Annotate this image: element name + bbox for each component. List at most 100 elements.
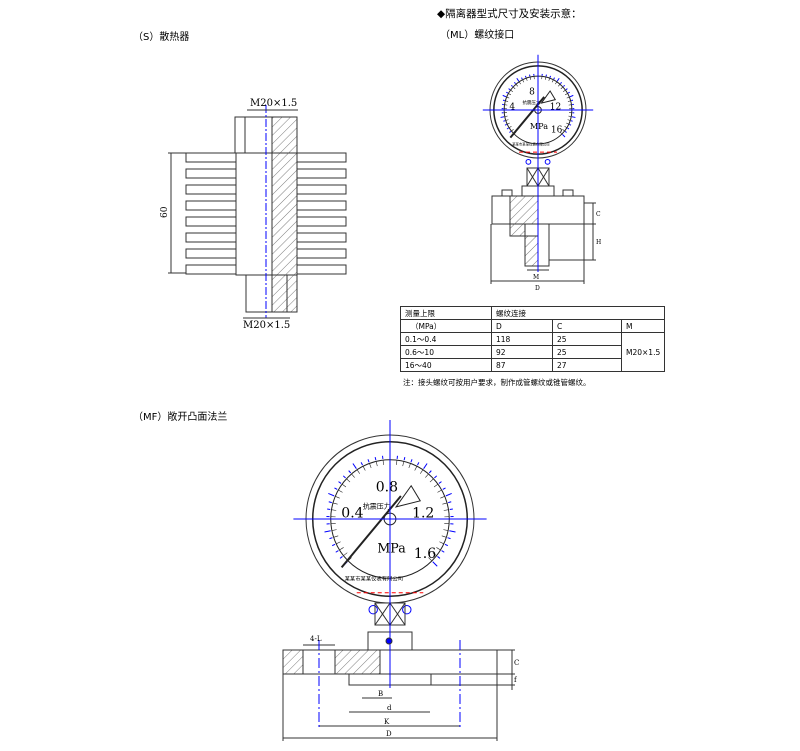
flange-drawing — [282, 420, 515, 741]
scale-tick — [569, 124, 572, 126]
dim-b: B — [378, 690, 383, 698]
scale-tick — [503, 120, 506, 122]
scale-tick — [445, 492, 452, 497]
dim-d: D — [535, 285, 540, 292]
scale-tick — [423, 463, 428, 469]
scale-tick — [567, 127, 570, 130]
scale-tick — [516, 77, 520, 82]
scale-tick — [567, 91, 570, 94]
scale-tick — [449, 530, 456, 533]
unit-label: MPa — [377, 540, 406, 555]
scale-tick — [328, 492, 335, 497]
scale-tick — [562, 134, 566, 138]
dim-c: C — [596, 211, 601, 218]
scale-tick — [502, 94, 507, 98]
scale-tick — [348, 470, 352, 474]
scale-tick — [553, 77, 555, 80]
scale-tick — [506, 91, 509, 94]
section-title: ◆隔离器型式尺寸及安装示意： — [437, 8, 582, 20]
scale-label: 12 — [550, 102, 561, 112]
scale-tick — [432, 561, 438, 567]
scale-tick — [403, 457, 406, 461]
scale-tick — [500, 116, 505, 118]
scale-tick — [571, 116, 576, 118]
scale-label: 0.4 — [341, 505, 363, 521]
scale-tick — [510, 84, 513, 87]
dial-label: 抗震压力 — [522, 99, 540, 106]
scale-label: 1.6 — [414, 546, 436, 562]
maker-label: 某某市某某仪表有限公司 — [345, 575, 403, 583]
scale-tick — [442, 487, 446, 490]
header-range: 测量上限 — [400, 306, 492, 320]
scale-tick — [338, 481, 342, 484]
scale-tick — [438, 481, 442, 484]
height-dimension: 60 — [160, 206, 170, 218]
scale-tick — [367, 459, 370, 463]
dim-flange-c: C — [514, 659, 519, 667]
scale-tick — [563, 84, 566, 87]
scale-tick — [434, 475, 438, 479]
header-unit: （MPa） — [400, 319, 492, 333]
dial-label: 抗震压力 — [363, 502, 391, 511]
scale-label: 4 — [509, 102, 515, 112]
scale-tick — [441, 550, 445, 553]
thread-bottom-label: M20×1.5 — [243, 320, 290, 331]
scale-label: 16 — [551, 126, 563, 136]
needle — [509, 96, 545, 139]
scale-tick — [324, 530, 331, 533]
scale-tick — [565, 88, 568, 91]
table-note: 注：接头螺纹可按用户要求，制作成管螺纹或锥管螺纹。 — [403, 378, 591, 387]
scale-tick — [564, 131, 567, 133]
small-gauge-mount — [490, 55, 596, 284]
scale-tick — [410, 459, 413, 463]
header-thread: 螺纹连接 — [490, 306, 666, 320]
s-heading: （S）散热器 — [133, 32, 190, 43]
scale-tick — [444, 543, 448, 547]
m-value: M20×1.5 — [620, 332, 666, 372]
header-d: D — [491, 319, 553, 333]
scale-tick — [360, 462, 363, 466]
header-c: C — [552, 319, 622, 333]
scale-tick — [374, 457, 377, 461]
scale-tick — [437, 556, 441, 559]
scale-label: 0.8 — [376, 479, 398, 495]
holes-label: 4-L — [310, 635, 322, 643]
dim-h: H — [596, 239, 601, 246]
scale-tick — [504, 124, 507, 126]
scale-label: 1.2 — [412, 505, 434, 521]
mf-heading: （MF）敞开凸面法兰 — [133, 412, 228, 423]
heatsink-drawing — [168, 105, 347, 319]
scale-tick — [339, 556, 343, 559]
scale-tick — [334, 487, 338, 490]
dim-k: K — [384, 718, 390, 726]
scale-tick — [560, 82, 562, 85]
scale-tick — [521, 77, 523, 80]
dim-big-d: D — [386, 730, 392, 738]
scale-tick — [335, 550, 339, 553]
scale-tick — [342, 475, 346, 479]
dim-m: M — [533, 274, 539, 281]
scale-tick — [447, 537, 451, 540]
scale-tick — [524, 75, 527, 78]
scale-tick — [332, 543, 336, 547]
thread-top-label: M20×1.5 — [250, 98, 297, 109]
scale-tick — [506, 127, 509, 130]
scale-tick — [428, 470, 432, 474]
scale-label: 8 — [529, 88, 535, 98]
maker-label: 某某市某某仪表有限公司 — [512, 141, 550, 146]
dim-small-d: d — [387, 704, 392, 712]
needle — [340, 495, 402, 569]
scale-tick — [508, 88, 511, 91]
scale-tick — [328, 501, 332, 504]
unit-label: MPa — [530, 121, 548, 131]
scale-tick — [329, 537, 333, 540]
scale-tick — [514, 82, 516, 85]
scale-tick — [556, 77, 560, 82]
scale-tick — [417, 462, 420, 466]
ml-heading: （ML）螺纹接口 — [440, 30, 515, 41]
